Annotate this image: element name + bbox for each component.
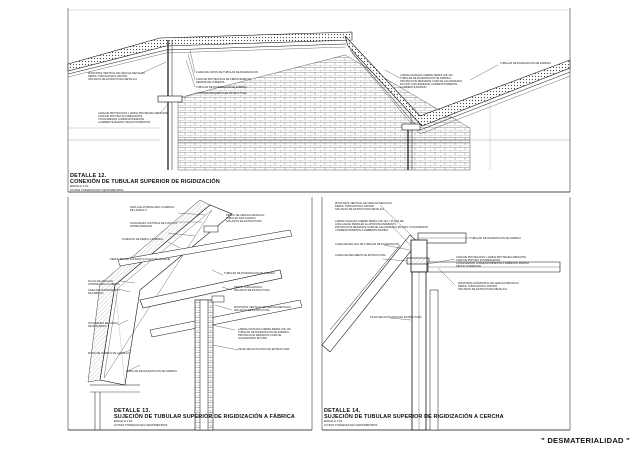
detail-13-annotation: SUJECION DE PERFIL A FABRICA	[122, 238, 164, 241]
detail-14-title: SUJECIÓN DE TUBULAR SUPERIOR DE RIGIDIZA…	[324, 414, 504, 420]
detail-12-annotation: CAPA DE PROTECCION: LAMINA PROTEGIDA MED…	[98, 112, 168, 125]
detail-13-scale: ESCALA 1:10	[114, 419, 133, 423]
detail-13-annotation: PILAR SEGUN PLANOS DE ESTRUCTURA	[238, 348, 290, 351]
detail-13-annotation: PERFIL TUBULAR RHS S/PLANOS DE ESTRUCTUR…	[234, 286, 270, 293]
detail-14-annotation: LAMINA SOLDADA CIERRE PERFIL IPE 140 Y P…	[335, 220, 428, 233]
detail-14-annotation: TUBULAR DE RIGIDIZACION DE FABRICA	[470, 237, 522, 240]
detail-13-annotation: LAMINA SOLDADA CIERRE PERFIL IPE 140 TUB…	[238, 328, 291, 341]
detail-12-annotation: CHAPA DE REFUERZO DE ESTRUCTURA	[196, 92, 247, 95]
detail-12-annotation: CHAPA DE UNION DE TUBULAR DE RIGIDIZACIO…	[196, 71, 258, 74]
detail-12-title: CONEXIÓN DE TUBULAR SUPERIOR DE RIGIDIZA…	[70, 179, 220, 185]
detail-13-annotation: TUBULAR DE RIGIDIZACION DE FABRICA	[224, 272, 276, 275]
detail-14-annotation: MONTANTE VERTICAL DE CERCHA METALICA PER…	[335, 202, 392, 212]
detail-14-drawing	[321, 197, 571, 431]
detail-12-drawing	[67, 8, 571, 193]
detail-13-annotation: MONTANTE VERTICAL DE CERCHA METALICA S/P…	[234, 306, 291, 313]
detail-14-annotation: CHAPA DE ENLACE DE TUBULAR DE RIGIDIZACI…	[335, 243, 399, 246]
detail-12-title-block: DETALLE 12. CONEXIÓN DE TUBULAR SUPERIOR…	[70, 173, 220, 192]
detail-13-annotation: PLACA DE ANCLAJE ATORNILLADA A FABRICA	[88, 280, 120, 287]
detail-12-note: COTAS TOMADAS EN CENTIMETROS	[70, 187, 124, 192]
detail-14-title-block: DETALLE 14. SUJECIÓN DE TUBULAR SUPERIOR…	[324, 408, 504, 427]
detail-14-annotation: CAPA DE PROTECCION: LAMINA PROTEGIDA MED…	[456, 256, 530, 269]
detail-14-annotation: CHAPA DE REFUERZO DE ESTRUCTURA	[335, 254, 386, 257]
detail-14-annotation: PILAR SEGUN PLANOS DE ESTRUCTURA	[370, 316, 422, 319]
detail-12-annotation: MONTANTE VERTICAL DE CERCHA METALICA PER…	[88, 72, 145, 82]
detail-13-annotation: PERFIL IPE 140 SOLDADO A PLACA DE ANCLAJ…	[110, 258, 171, 261]
detail-13-annotation: SOLDADURA CONTINUA DE FIJACION ENTRE PER…	[130, 222, 177, 229]
detail-12-scale: ESCALA 1:10	[70, 184, 89, 188]
detail-13-annotation: LINEA DE CERRAMIENTO DE FABRICA	[88, 289, 120, 296]
detail-13-drawing	[67, 197, 313, 431]
detail-12-annotation: LAMINA SOLDADA CIERRE PERFIL IPE 140 TUB…	[400, 74, 462, 90]
detail-12-annotation: CAPA DE PROTECCION DE FIBROCEMENTO REMAT…	[196, 78, 251, 85]
detail-13-annotation: ANCLAJE ATORNILLADO A FABRICA DE LADRILL…	[130, 206, 175, 213]
detail-13-annotation: PERFIL DE CERCHA METALICA TUBULAR RHS 10…	[226, 214, 265, 224]
project-stamp: " DESMATERIALIDAD "	[541, 436, 630, 445]
detail-14-note: COTAS TOMADAS EN CENTIMETROS	[324, 422, 378, 427]
detail-13-title: SUJECIÓN DE TUBULAR SUPERIOR DE RIGIDIZA…	[114, 414, 295, 420]
detail-12-annotation: TUBULAR DE RIGIDIZACION DE FABRICA	[500, 62, 552, 65]
detail-14-scale: ESCALA 1:10	[324, 419, 343, 423]
detail-13-note: COTAS TOMADAS EN CENTIMETROS	[114, 422, 168, 427]
detail-13-annotation: SOLDADURA DE CHAPA DE REFUERZO	[88, 322, 118, 329]
detail-13-annotation: MURO DE FABRICA DE LADRILLO	[88, 352, 130, 355]
detail-13-title-block: DETALLE 13. SUJECIÓN DE TUBULAR SUPERIOR…	[114, 408, 295, 427]
detail-13-number: DETALLE 13.	[114, 408, 151, 414]
detail-14-annotation: MONTANTE HORIZONTAL DE CERCHA METALICA P…	[458, 282, 519, 292]
detail-12-annotation: TUBULAR DE RIGIDIZACION DE FABRICA	[196, 86, 248, 89]
detail-12-number: DETALLE 12.	[70, 173, 107, 179]
detail-13-annotation: TUBULAR DE RIGIDIZACION DE FABRICA	[126, 370, 178, 373]
detail-14-number: DETALLE 14.	[324, 408, 361, 414]
